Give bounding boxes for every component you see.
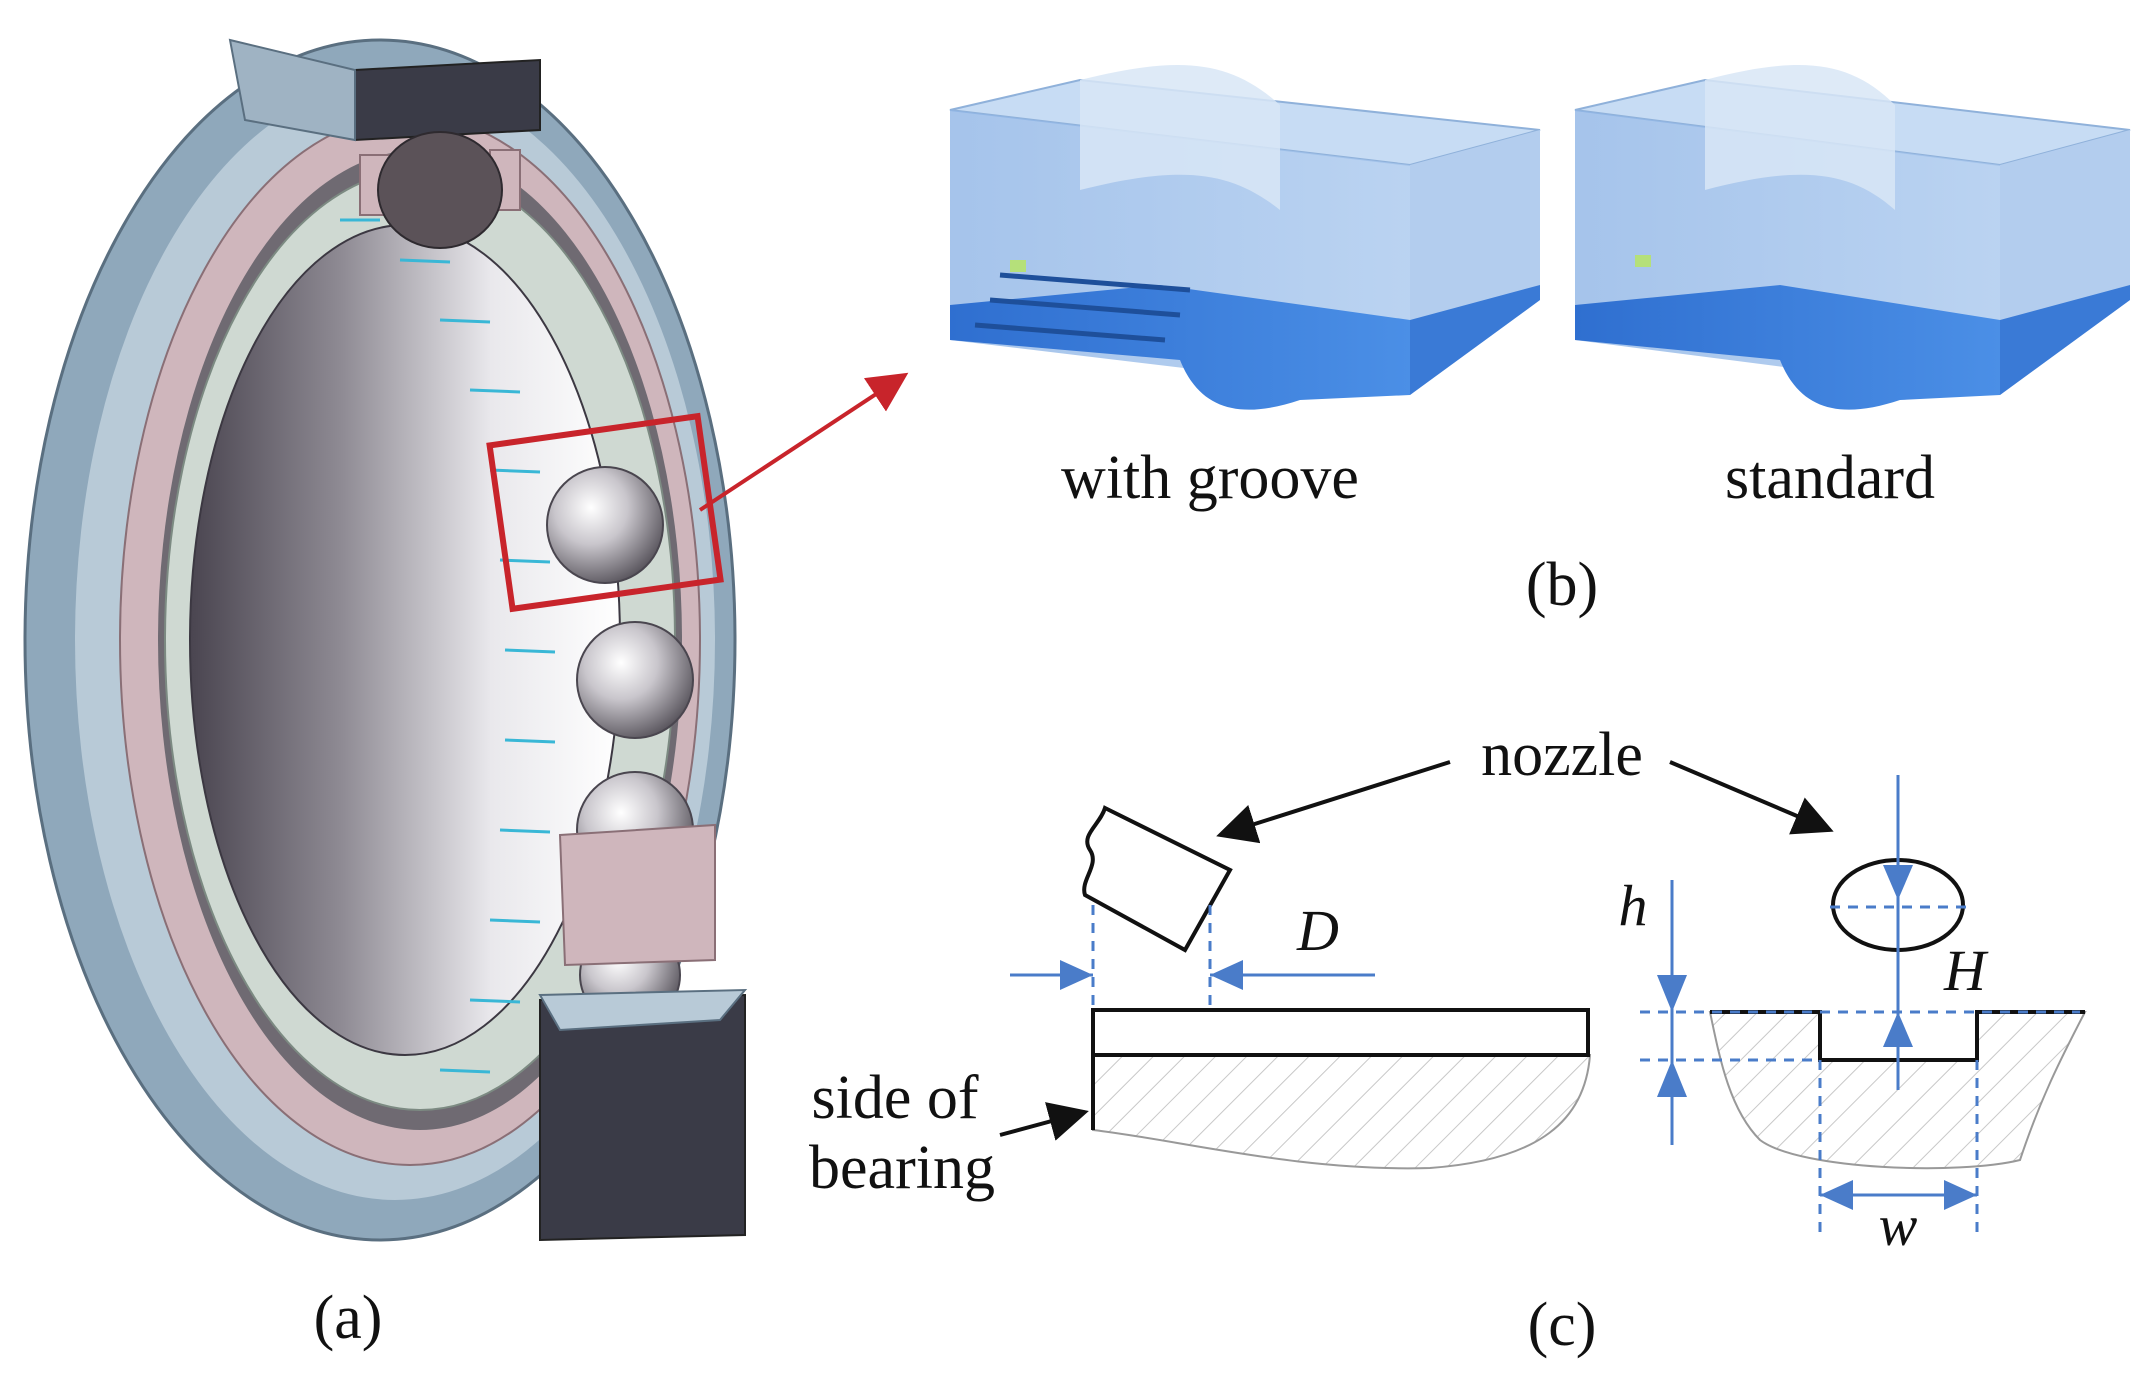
dim-w-label: w: [1879, 1193, 1918, 1258]
dim-h-label: h: [1619, 873, 1648, 938]
dim-D-label: D: [1296, 898, 1339, 963]
model-with-groove: [949, 65, 1541, 410]
panel-b-label: (b): [1526, 551, 1598, 619]
angled-nozzle: [1082, 805, 1233, 953]
caption-with-groove: with groove: [1061, 444, 1359, 512]
nozzle-arrow-right: [1669, 760, 1834, 835]
zoom-arrow: [698, 372, 909, 512]
nozzle-label: nozzle: [1481, 721, 1643, 789]
model-standard: [1574, 65, 2131, 410]
dimension-H-h-w: [1640, 775, 2080, 1232]
side-arrow: [999, 1102, 1089, 1141]
panel-c-label: (c): [1528, 1291, 1597, 1359]
left-cross-section: [1091, 1008, 1592, 1170]
dimension-D: [1010, 905, 1375, 1010]
bearing-illustration: [23, 38, 909, 1242]
panel-a-label: (a): [314, 1284, 383, 1352]
side-label-line1: side of: [811, 1064, 978, 1132]
side-label-line2: bearing: [809, 1134, 995, 1202]
highlight-box: [486, 412, 724, 613]
dim-H-label: H: [1943, 938, 1989, 1003]
caption-standard: standard: [1725, 444, 1935, 512]
nozzle-arrow-left: [1216, 760, 1451, 844]
